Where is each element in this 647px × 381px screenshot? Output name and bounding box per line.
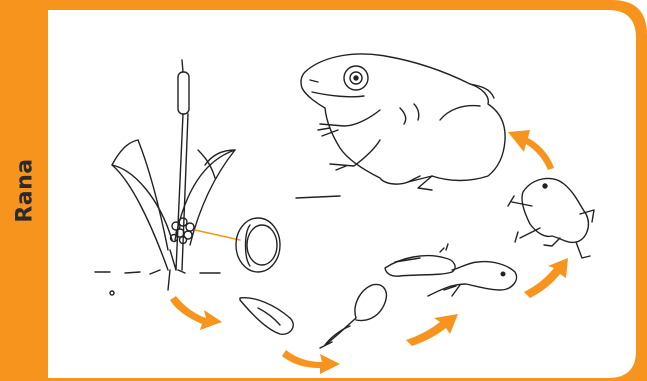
magnifier-ring-icon (236, 218, 280, 272)
cattail-plant-icon (112, 60, 235, 290)
cycle-arrow-icon (282, 350, 340, 374)
cycle-arrow-icon (406, 314, 458, 346)
cycle-arrow-icon (170, 296, 222, 330)
cycle-arrow-icon (524, 258, 568, 298)
connector-line (195, 230, 240, 240)
adult-frog-icon (301, 54, 505, 190)
ground-line (95, 196, 340, 295)
hatchling-icon (240, 298, 293, 335)
tadpole-icon (320, 284, 386, 348)
froglet-icon (508, 178, 594, 258)
tadpole-with-legs-icon (385, 244, 517, 296)
cycle-arrows (170, 130, 568, 374)
frog-eggs-icon (171, 218, 195, 244)
cycle-arrow-icon (508, 130, 554, 170)
